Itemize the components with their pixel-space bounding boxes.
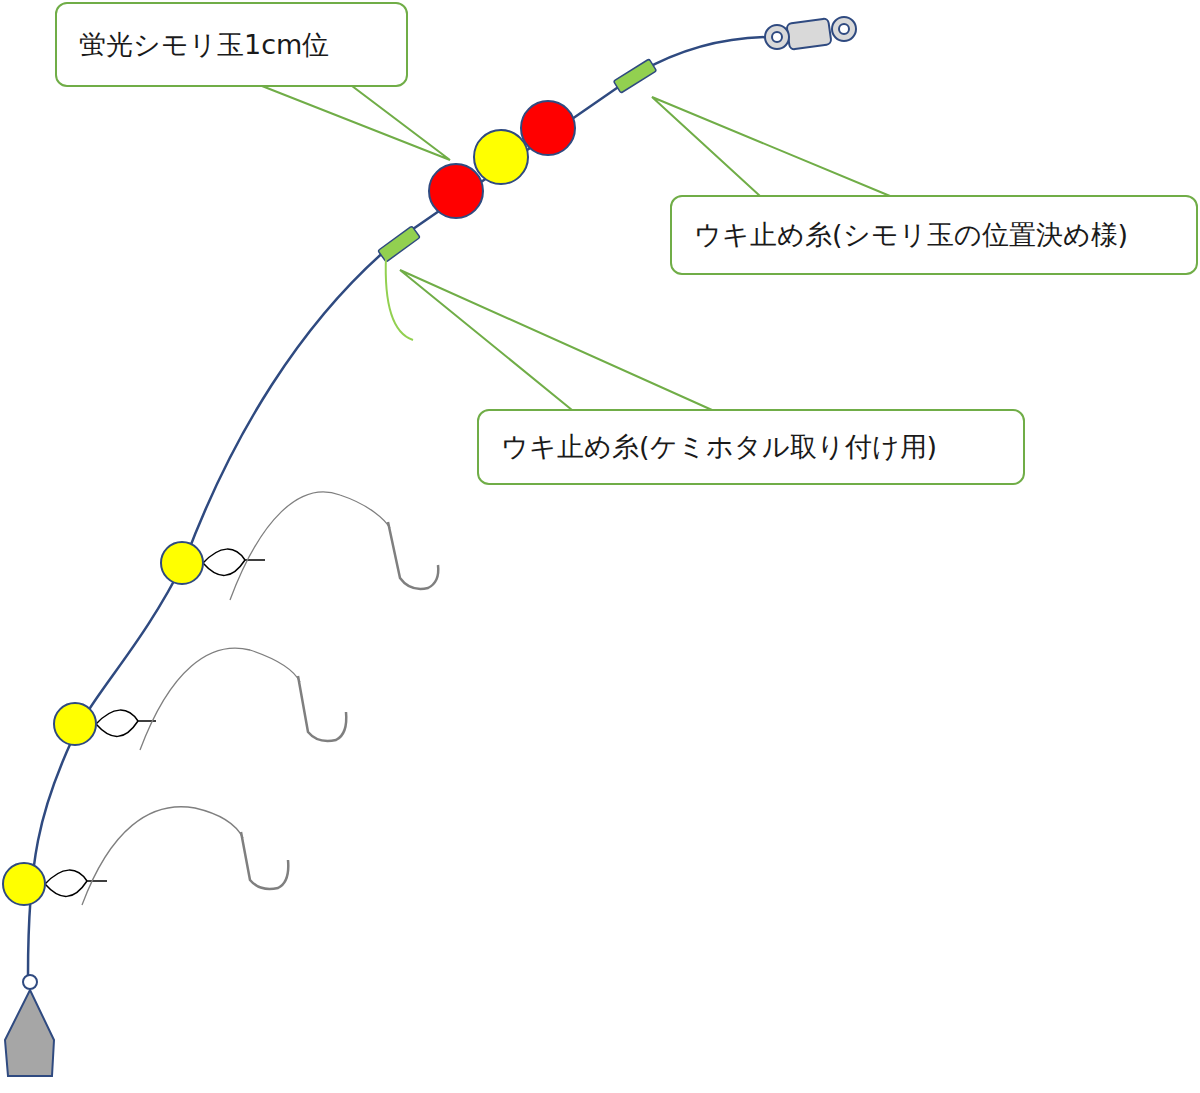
callout-tail <box>400 270 712 410</box>
swivel <box>765 17 856 50</box>
callout-text: ウキ止め糸(ケミホタル取り付け用) <box>501 429 937 465</box>
callout-text: 蛍光シモリ玉1cm位 <box>79 27 329 63</box>
bead <box>521 101 575 155</box>
sinker <box>5 975 54 1076</box>
float-stopper <box>378 226 420 262</box>
main-line <box>28 37 768 975</box>
callout-box: 蛍光シモリ玉1cm位 <box>55 2 408 87</box>
stopper-thread <box>386 256 413 340</box>
bead <box>474 130 528 184</box>
callout-tail <box>652 97 890 196</box>
branch-hooks <box>3 492 438 905</box>
callout-box: ウキ止め糸(ケミホタル取り付け用) <box>477 409 1025 485</box>
float-stopper <box>613 59 656 93</box>
callout-text: ウキ止め糸(シモリ玉の位置決め様) <box>694 217 1128 253</box>
bead <box>429 164 483 218</box>
callout-box: ウキ止め糸(シモリ玉の位置決め様) <box>670 195 1198 275</box>
callout-tail <box>262 86 450 160</box>
